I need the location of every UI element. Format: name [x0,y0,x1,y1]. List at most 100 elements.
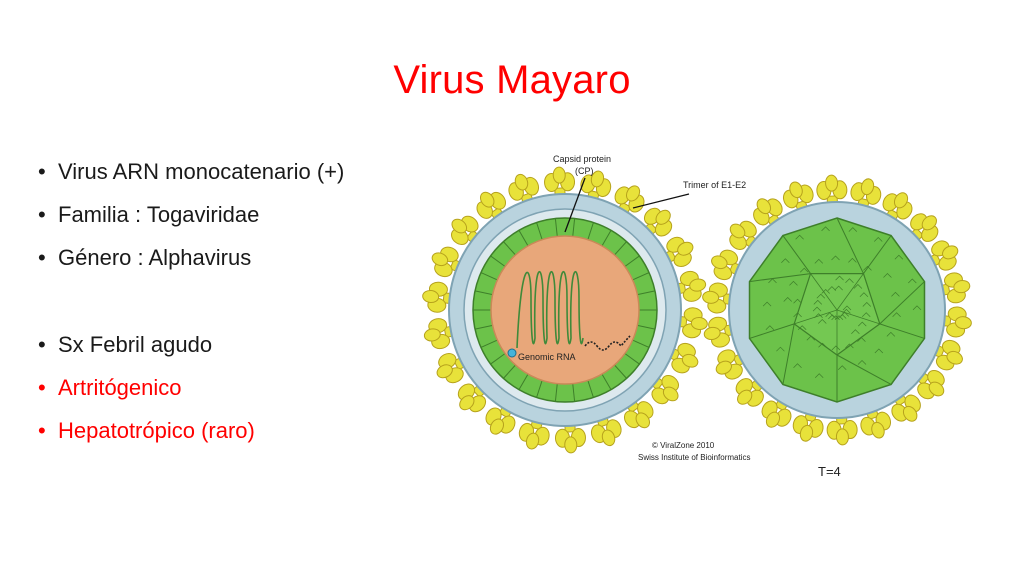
capsid-subunit [795,234,804,240]
rna-tail [584,335,631,351]
capsid-pointer-line [564,177,586,233]
capsid-subunit-divider [632,339,650,348]
spike-lobe [789,181,803,199]
spike-lobe [756,198,772,215]
spike-lobe [702,290,720,304]
capsid-subunit-divider [490,255,506,267]
spike-lobe [954,316,972,330]
bullet-item: •Hepatotrópico (raro) [38,413,438,456]
capsid-subunit [813,299,823,305]
capsid-subunit [892,312,901,318]
spike-lobe [655,209,671,225]
genomic-rna-coil [516,270,584,349]
capsid-subunit [789,280,798,286]
capsid-subunit [845,278,854,283]
spike-lobe [765,411,781,428]
capsid-subunit [814,313,823,319]
capsid-subunit [831,255,840,261]
bullet-dot: • [38,202,46,227]
capsid-subunit-divider [637,290,656,296]
capsid-edge [836,273,864,311]
capsid-subunit [894,254,904,260]
spike-lobe [689,278,707,292]
capsid-subunit-divider [518,230,529,247]
capsid-edge [749,323,795,339]
spike-lobe [552,166,566,184]
capsid-subunit [853,283,863,289]
capsid-subunit [818,342,827,348]
spike-lobe [703,326,721,341]
capsid-subunit [814,373,824,378]
spike-lobe [590,170,605,188]
capsid-subunit [831,315,840,321]
spike-lobe [601,429,616,447]
virus-figure: Genomic RNA Capsid protein (CP) Trimer o… [405,148,985,488]
spike-lobe [451,218,468,234]
bullet-dot: • [38,375,46,400]
bullet-item: • Familia : Togaviridae [38,197,438,240]
spike-lobe [564,436,578,454]
capsid-edge [879,323,925,339]
spike-lobe [479,191,495,208]
capsid-subunit [816,293,826,299]
bullet-text: Hepatotrópico (raro) [58,418,255,443]
spike-lobe [928,381,945,397]
bullet-item: •Artritógenico [38,370,438,413]
triangulation-label: T=4 [818,464,841,479]
capsid-subunit-divider [518,373,529,390]
capsid-subunit [891,291,900,297]
capsid-subunit [825,312,834,318]
virion-surface-view: T=4 [702,174,972,479]
capsid-subunit-divider [474,324,493,330]
capsid-subunit [793,363,802,369]
spike-lobe [799,424,814,442]
capsid-subunit-divider [503,241,516,256]
capsid-edge [879,281,925,325]
capsid-subunit [886,331,896,337]
capsid-subunit [861,312,871,318]
capsid-subunit [835,275,844,281]
spike-lobe [737,389,753,405]
spike-lobe [946,350,963,365]
spike-lobe [662,386,679,402]
capsid-subunit [863,265,872,271]
capsid-subunit [908,278,917,284]
bullet-item: •Virus ARN monocatenario (+) [38,154,438,197]
bullet-dot: • [38,245,46,270]
spike-lobe [871,421,885,439]
capsid-subunit [848,257,857,263]
spike-lobe [489,418,505,435]
capsid-subunit [883,273,892,278]
capsid-subunit-divider [480,272,498,281]
capsid-subunit [848,227,858,232]
spike-lobe [893,192,909,209]
capsid-subunit [781,258,790,264]
bullet-text: Familia : Togaviridae [58,202,260,227]
capsid-subunit [762,301,772,307]
spike-lobe [431,252,449,267]
spike-lobe [681,353,699,368]
capsid-protein-label: Capsid protein [553,154,611,164]
capsid-subunit-divider [637,324,656,330]
trimer-label: Trimer of E1-E2 [683,180,746,190]
capsid-subunit [874,348,884,354]
spike-lobe [953,279,971,294]
bullet-list: •Virus ARN monocatenario (+) • Familia : … [38,154,438,456]
spike [431,246,474,278]
capsid-subunit-divider [474,290,493,296]
capsid-subunit [768,278,777,284]
capsid-subunit [776,346,785,352]
bullet-dot: • [38,159,46,184]
rna-cap-marker [507,348,517,358]
capsid-subunit [873,236,883,242]
capsid-subunit [799,267,809,273]
capsid-protein-abbr: (CP) [575,166,594,176]
spike-lobe [677,241,694,256]
capsid-subunit [821,226,830,232]
capsid-subunit-divider [554,383,558,402]
slide-title: Virus Mayaro [393,58,631,102]
capsid-subunit [783,296,792,302]
capsid-subunit-divider [614,364,627,379]
capsid-edge [836,354,892,385]
